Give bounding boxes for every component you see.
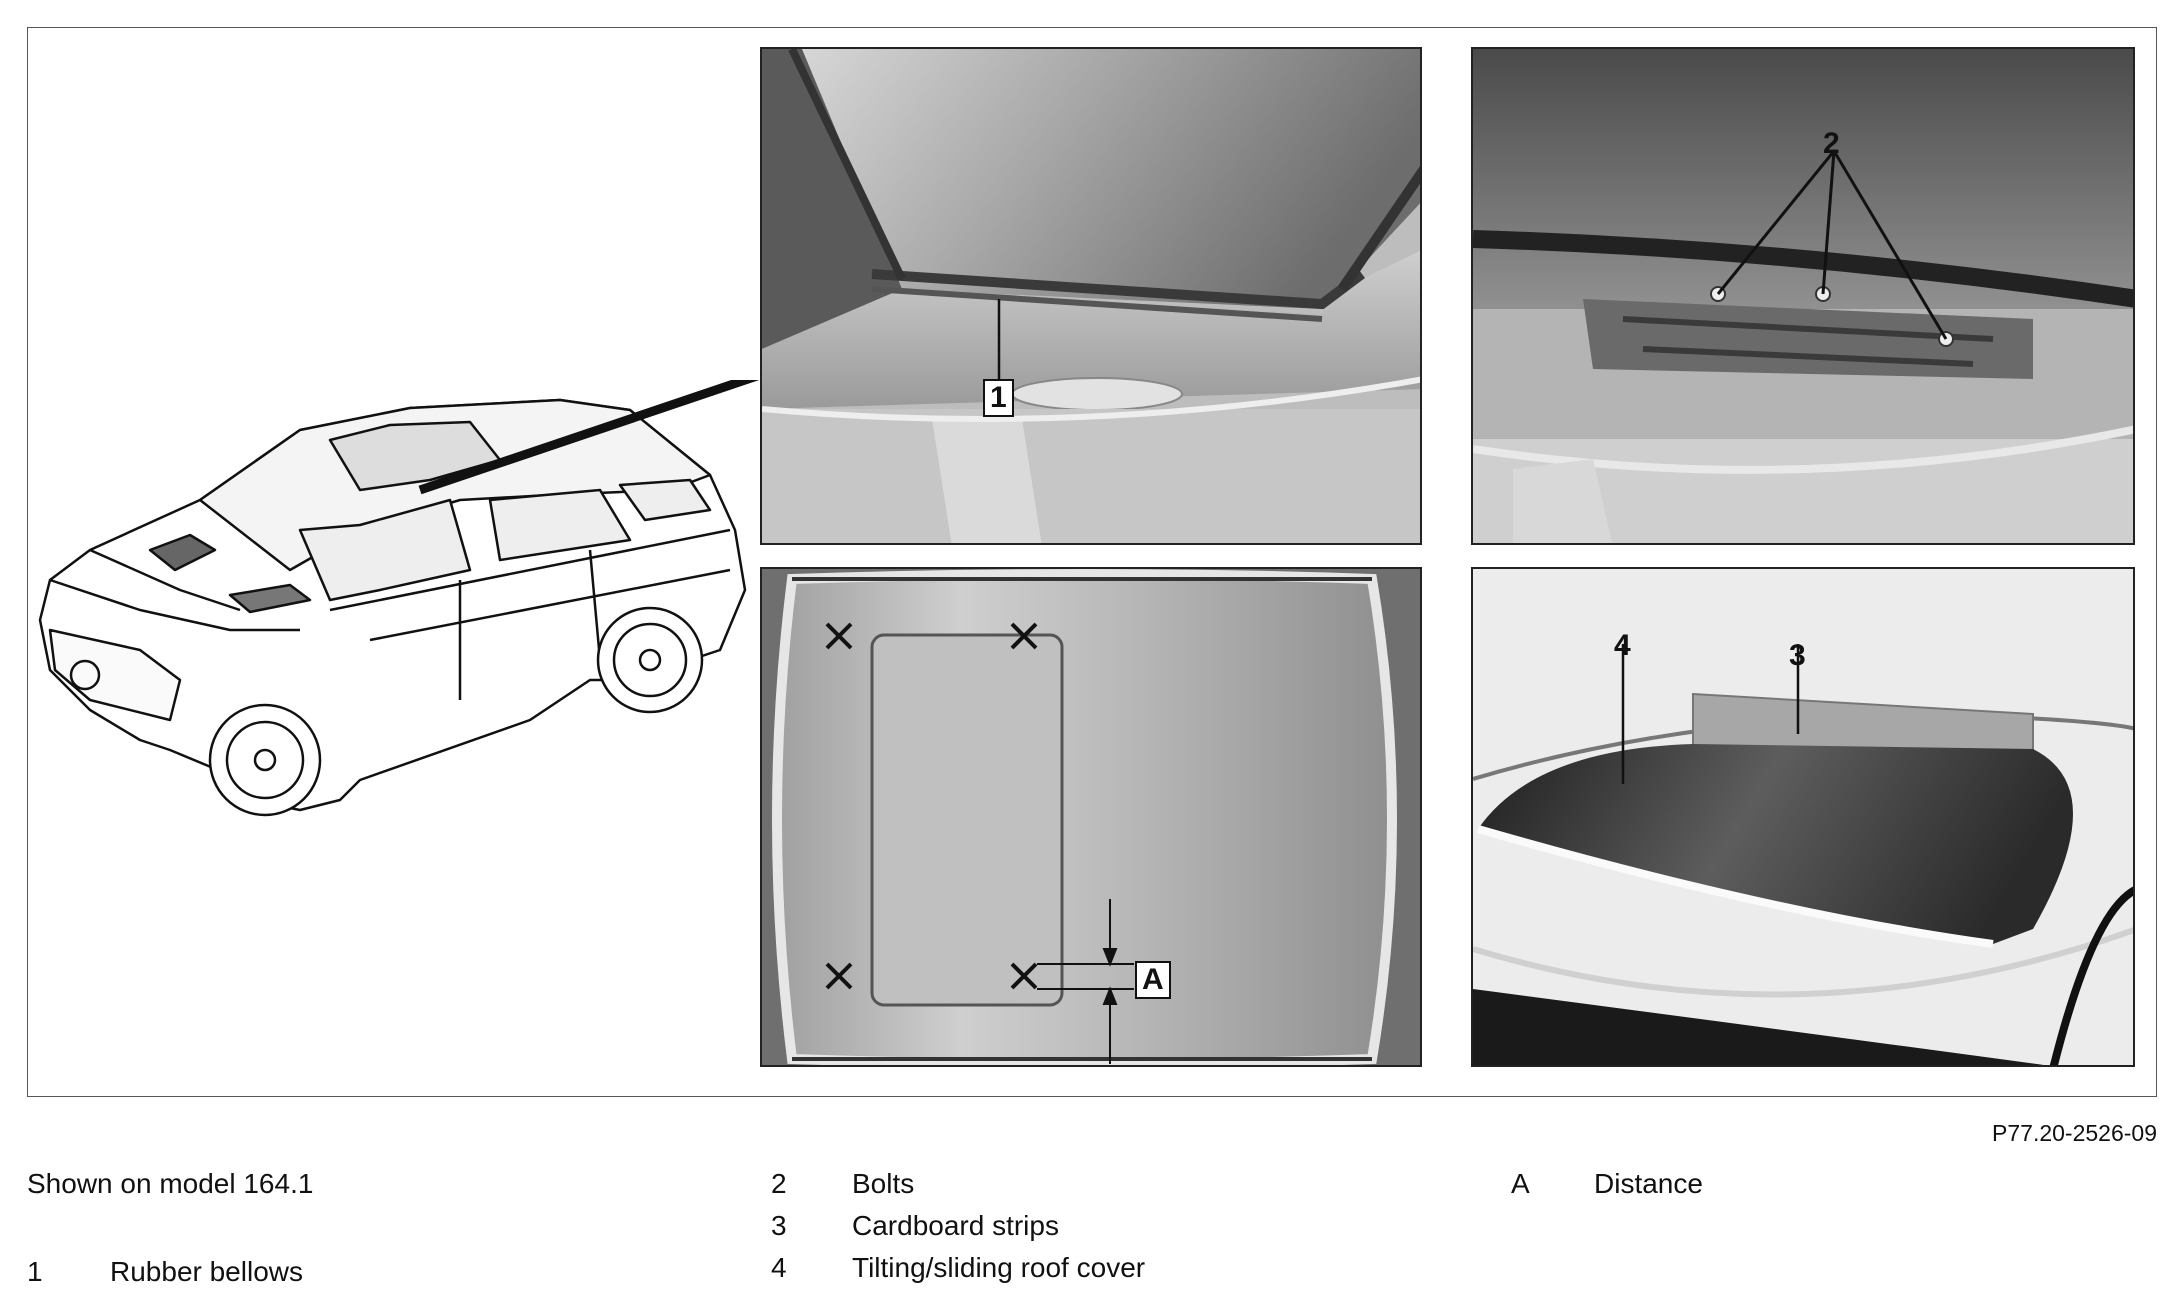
legend-label-2: Bolts: [852, 1168, 915, 1199]
photo-distance-check: A: [760, 567, 1422, 1067]
legend-label-A: Distance: [1594, 1168, 1703, 1199]
callout-2: 2: [1823, 127, 1840, 160]
legend-label-3: Cardboard strips: [852, 1210, 1059, 1241]
legend-key-3: 3: [771, 1210, 787, 1241]
legend-label-1: Rubber bellows: [110, 1256, 303, 1287]
callout-3: 3: [1789, 639, 1806, 672]
figure-frame: [27, 27, 2157, 1097]
photo-cardboard-strips: 4 3: [1471, 567, 2135, 1067]
figure-reference: P77.20-2526-09: [1992, 1120, 2157, 1146]
legend-label-4: Tilting/sliding roof cover: [852, 1252, 1146, 1283]
callout-1: 1: [983, 379, 1014, 417]
vehicle-overview-drawing: [38, 380, 760, 817]
legend-key-4: 4: [771, 1252, 787, 1283]
legend-key-A: A: [1511, 1168, 1530, 1199]
legend-key-2: 2: [771, 1168, 787, 1199]
legend-caption: Shown on model 164.1: [27, 1168, 314, 1199]
callout-A: A: [1135, 961, 1171, 999]
legend-key-1: 1: [27, 1256, 43, 1287]
photo-rubber-bellows: 1: [760, 47, 1422, 545]
photo-bolts: 2: [1471, 47, 2135, 545]
callout-4: 4: [1614, 629, 1631, 662]
